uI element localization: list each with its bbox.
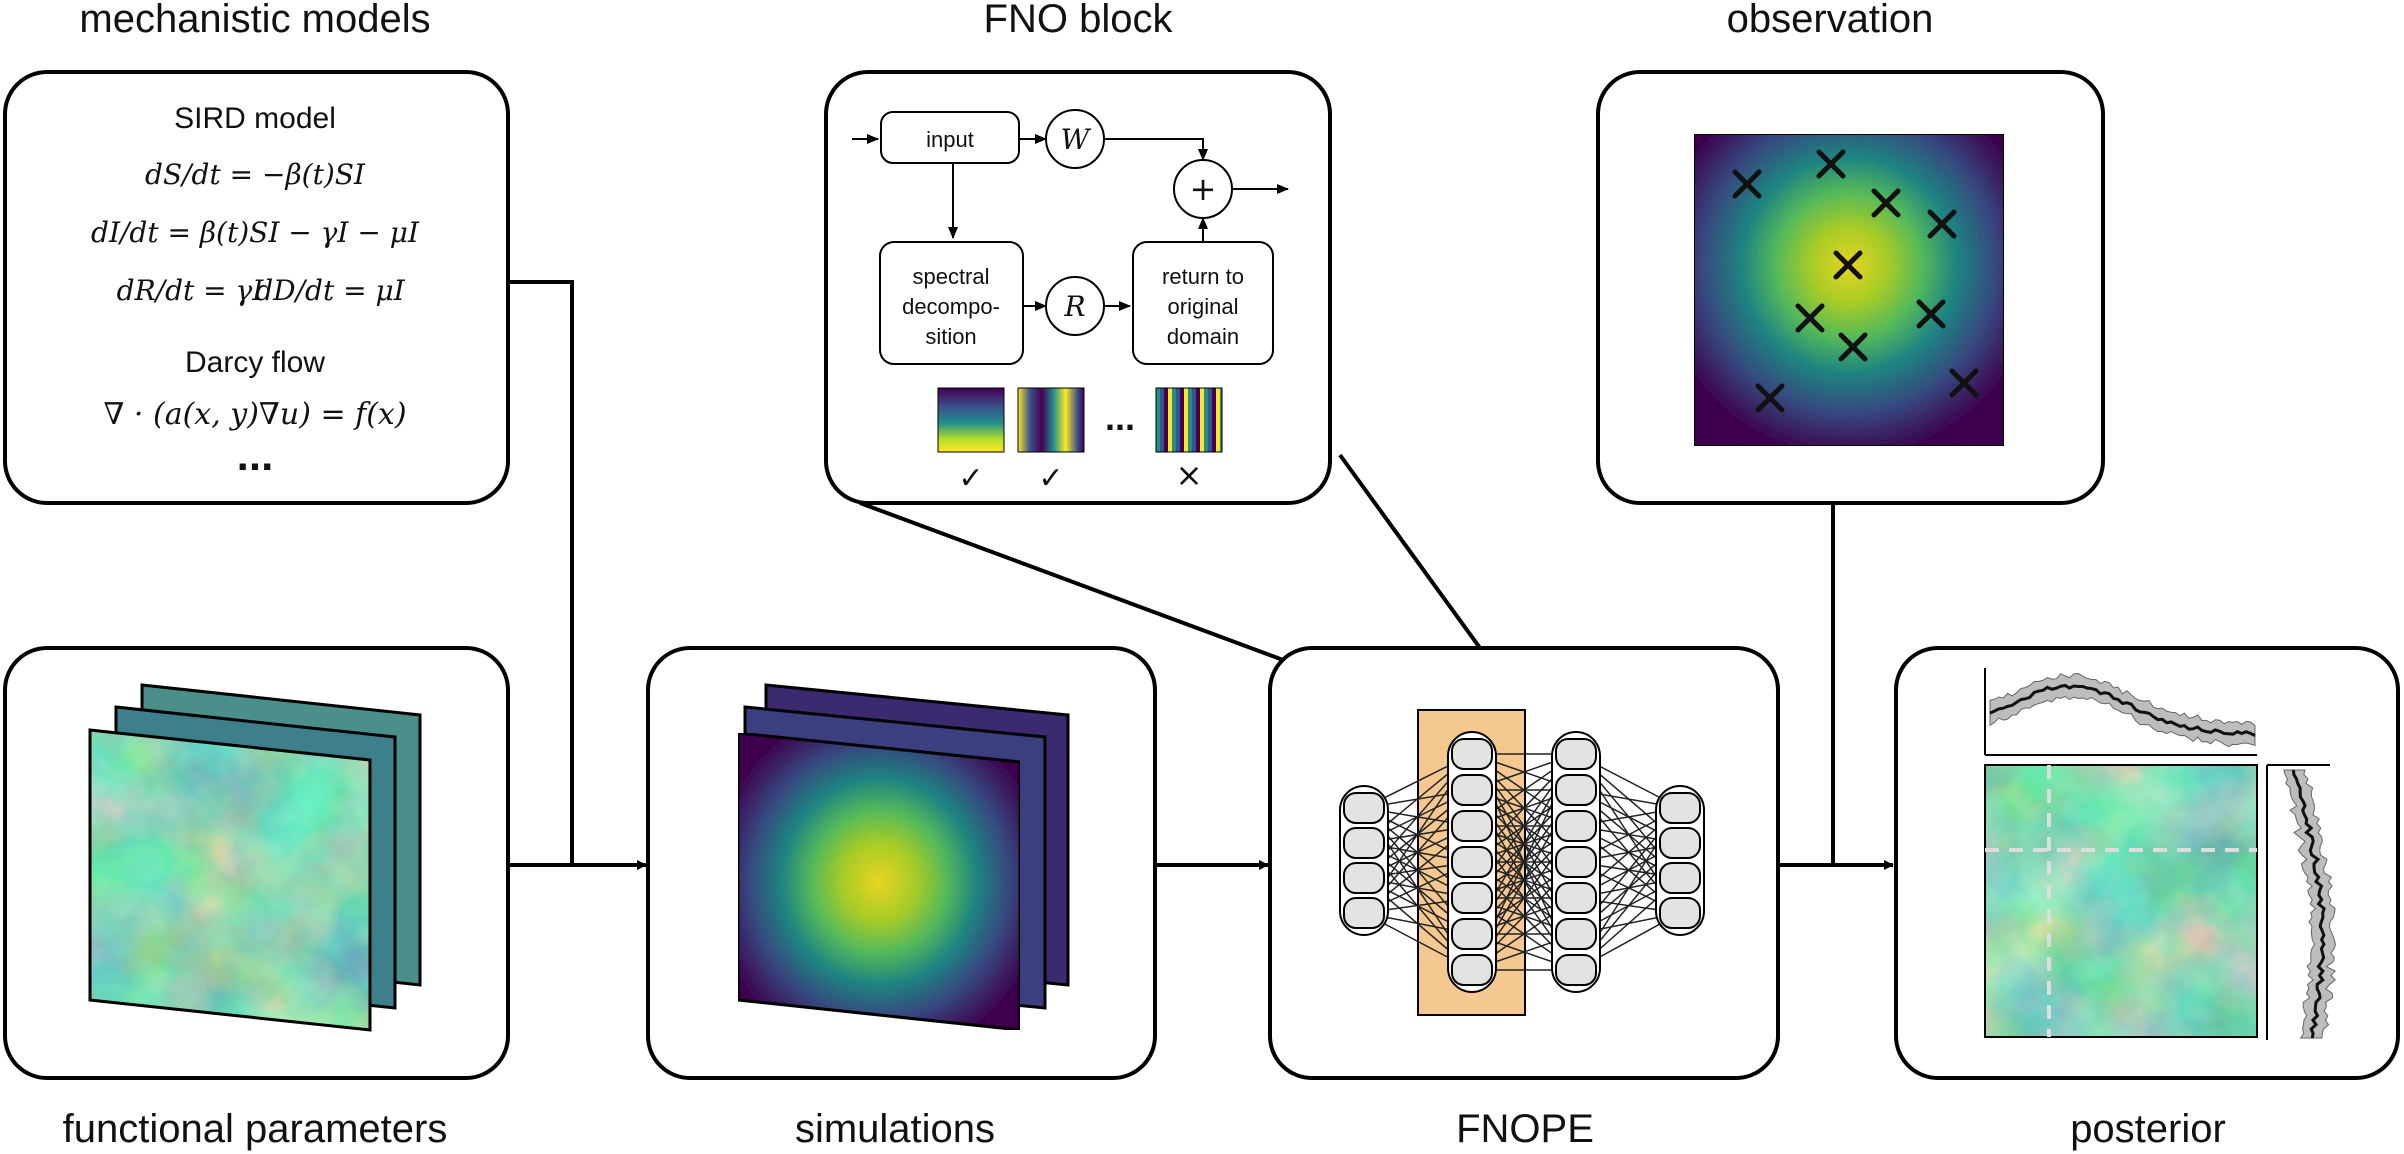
observation-cross-8	[1916, 299, 1946, 329]
network-neuron	[1343, 862, 1385, 894]
simulation-front	[736, 731, 1022, 1032]
title-mechanistic-models: mechanistic models	[79, 0, 430, 41]
fno-return-node	[1132, 241, 1274, 365]
cross-mark: ×	[1176, 456, 1203, 494]
fourier-mode-2	[1017, 387, 1085, 453]
darcy-eq: ∇ · (a(x, y)∇u) = f(x)	[103, 397, 406, 432]
more-models-ellipsis: ...	[237, 431, 274, 480]
fourier-ellipsis: ...	[1105, 397, 1135, 438]
network-neuron	[1343, 827, 1385, 859]
observation-cross-9	[1755, 383, 1785, 413]
fourier-mode-1	[937, 387, 1005, 453]
panel-fno-block: input W + spectral decompo- sition R ret…	[824, 70, 1332, 505]
check-mark-2: ✓	[1038, 461, 1063, 496]
panel-simulations	[646, 646, 1157, 1080]
observation-cross-2	[1816, 149, 1846, 179]
observation-cross-3	[1871, 188, 1901, 218]
panel-mechanistic-models: SIRD model dS/dt = −β(t)SI dI/dt = β(t)S…	[3, 70, 510, 505]
network-neuron	[1555, 774, 1597, 806]
observation-points	[1732, 149, 1979, 413]
fno-w-label: W	[1061, 123, 1092, 156]
observation-cross-5	[1833, 250, 1863, 280]
network-neuron	[1451, 918, 1493, 950]
fno-input-label: input	[926, 127, 974, 152]
network-neuron	[1343, 792, 1385, 824]
panel-functional-parameters	[3, 646, 510, 1080]
network-neuron	[1555, 846, 1597, 878]
fno-spectral-line1: spectral	[912, 264, 989, 289]
network-neuron	[1555, 954, 1597, 986]
network-neuron	[1555, 810, 1597, 842]
observation-cross-7	[1838, 332, 1868, 362]
panel-posterior	[1894, 646, 2400, 1080]
panel-observation	[1596, 70, 2105, 505]
fno-return-line1: return to	[1162, 264, 1244, 289]
fno-r-node	[1045, 276, 1105, 336]
sird-eq-di: dI/dt = β(t)SI − γI − μI	[91, 216, 420, 249]
sird-eq-ds: dS/dt = −β(t)SI	[145, 158, 366, 191]
fno-sum-node	[1173, 159, 1233, 219]
fourier-mode-n	[1155, 387, 1223, 453]
sird-title: SIRD model	[174, 102, 336, 135]
fno-return-line2: original	[1168, 294, 1239, 319]
parameter-field-stack	[88, 683, 422, 1032]
network-neuron	[1451, 810, 1493, 842]
title-observation: observation	[1727, 0, 1934, 41]
network-neuron	[1659, 792, 1701, 824]
observation-cross-6	[1795, 303, 1825, 333]
posterior-field	[1985, 765, 2257, 1037]
fno-spectral-line2: decompo-	[902, 294, 1000, 319]
network-neuron	[1451, 774, 1493, 806]
fno-sum-label: +	[1190, 170, 1217, 208]
sird-eq-dr: dR/dt = γI	[117, 274, 265, 307]
observation-cross-1	[1732, 169, 1762, 199]
network-neuron	[1451, 954, 1493, 986]
title-fnope: FNOPE	[1456, 1107, 1594, 1151]
title-simulations: simulations	[795, 1107, 995, 1151]
posterior-marginal-top-line	[1989, 683, 2256, 737]
network-neuron	[1451, 846, 1493, 878]
network-neuron	[1555, 738, 1597, 770]
observation-cross-10	[1949, 368, 1979, 398]
darcy-title: Darcy flow	[185, 346, 325, 379]
network-neuron	[1451, 738, 1493, 770]
panel-fnope	[1268, 646, 1780, 1080]
network-neuron	[1659, 827, 1701, 859]
fno-spectral-line3: sition	[925, 324, 976, 349]
fno-return-line3: domain	[1167, 324, 1239, 349]
fno-input-node	[880, 111, 1020, 164]
network-neuron	[1555, 882, 1597, 914]
observation-cross-4	[1927, 209, 1957, 239]
parameter-field-front	[90, 730, 370, 1030]
network-neuron	[1343, 897, 1385, 929]
title-functional-parameters: functional parameters	[63, 1107, 448, 1151]
fno-w-node	[1045, 109, 1105, 169]
network-neuron	[1659, 897, 1701, 929]
connector-mechanistic-to-simulations	[508, 280, 574, 865]
simulation-stack	[736, 683, 1070, 1032]
network-neuron	[1659, 862, 1701, 894]
title-posterior: posterior	[2070, 1107, 2226, 1151]
sird-eq-dd: dD/dt = μI	[255, 274, 405, 307]
fno-r-label: R	[1063, 290, 1085, 323]
network-nodes	[1339, 731, 1705, 993]
title-fno-block: FNO block	[984, 0, 1174, 41]
posterior-marginal-side-line	[2291, 769, 2326, 1039]
network-neuron	[1451, 882, 1493, 914]
fno-spectral-node	[879, 241, 1024, 365]
check-mark-1: ✓	[958, 461, 983, 496]
network-neuron	[1555, 918, 1597, 950]
